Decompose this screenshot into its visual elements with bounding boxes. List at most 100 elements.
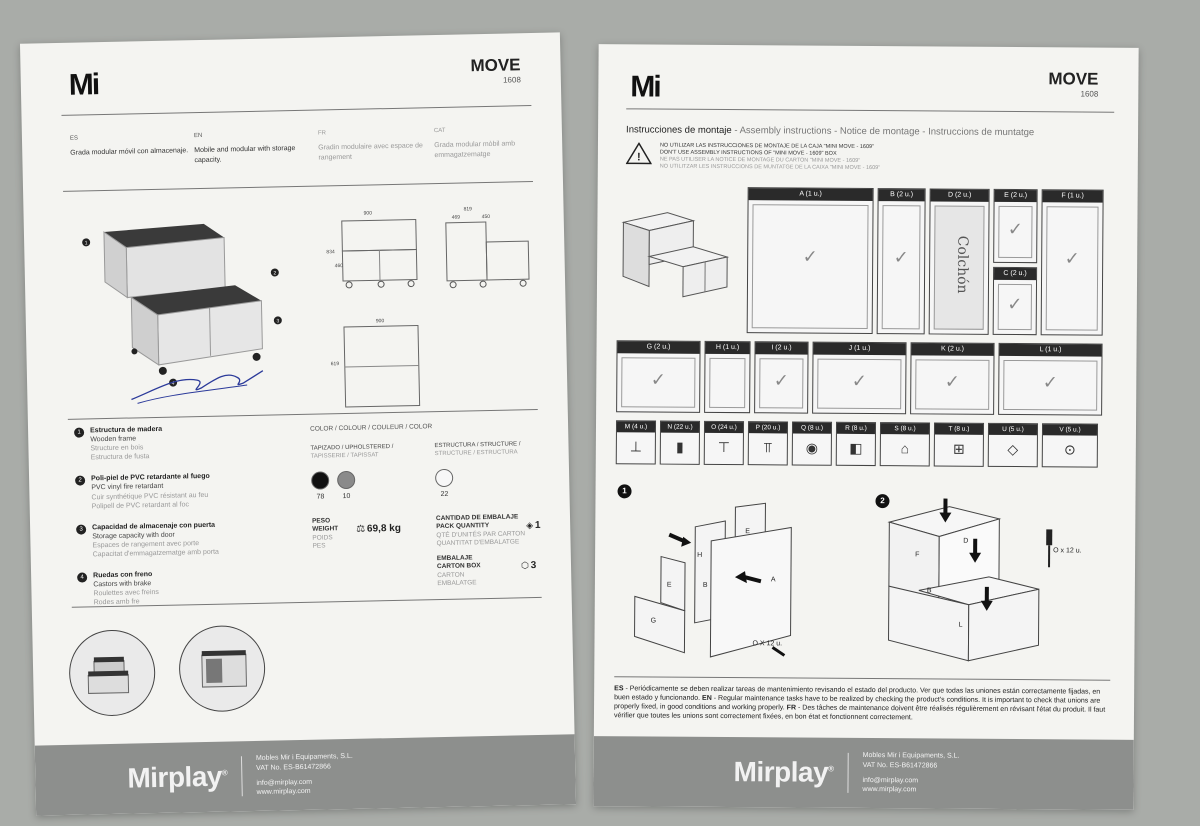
part-label: L [959,622,963,629]
warning-icon: ! [625,142,652,165]
brand-footer: Mirplay® Mobles Mir i Equipaments, S.L. … [34,734,577,816]
part-label: G [651,618,657,625]
hinge-plate-icon: ⊞ [952,440,965,457]
check-icon: ✓ [893,246,909,267]
part-d: D (2 u.)Colchón [928,188,990,335]
part-label: F [915,551,919,558]
scale-icon: ⚖ [356,523,366,535]
legend-item: 1 Estructura de madera Wooden frame Stru… [74,422,295,463]
dimension-label: 819 [463,206,472,212]
footer-divider [240,756,243,797]
screw-icon: ⊥ [629,438,643,455]
check-icon: ✓ [650,369,666,390]
dimension-label: 900 [376,318,385,324]
divider [614,676,1111,681]
color-options: COLOR / COLOUR / COULEUR / COLOR TAPIZAD… [310,421,550,500]
hinge-icon: ⌂ [900,440,910,457]
part-l: L (1 u.)✓ [998,342,1103,416]
part-f: F (1 u.)✓ [1040,189,1104,336]
signature [131,370,264,404]
warning-notice: ! NO UTILIZAR LAS INSTRUCCIONES DE MONTA… [625,142,881,172]
svg-text:!: ! [637,151,641,163]
assembly-sheet: Mi MOVE 1608 Instrucciones de montaje - … [593,44,1139,810]
check-icon: ✓ [773,370,789,391]
callout-label: 2 [273,270,276,276]
brand-logo: Mi [630,70,660,104]
maintenance-lang: EN - [702,694,719,703]
color-swatch [336,470,356,489]
part-label: D [963,538,968,545]
bracket-icon: ◧ [849,439,863,456]
product-illustration: 1 2 3 4 [82,223,282,387]
step-note: O x 12 u. [1053,547,1082,555]
part-h: H (1 u.) [704,340,751,414]
usage-thumbnail [178,624,266,713]
part-label: E [667,582,672,589]
footer-divider [847,752,849,793]
handwritten-note: Colchón [953,235,971,294]
part-c: C (2 u.)✓ [992,266,1038,336]
check-icon: ✓ [1007,294,1023,315]
screwdriver-icon [1046,529,1053,568]
divider [61,105,532,116]
description-cat: CAT Grada modular mòbil amb emmagatzemat… [433,127,516,159]
part-label: A [771,576,776,583]
divider [626,108,1115,113]
company-info: Mobles Mir i Equipaments, S.L. VAT No. E… [862,752,960,794]
part-g: G (2 u.)✓ [616,340,701,413]
description-fr: FR Gradin modulaire avec espace de range… [317,130,423,162]
callout-label: 1 [85,240,88,246]
bolt-icon: ⊤ [717,438,731,456]
layers-icon: ◈ [526,520,534,531]
pack-quantity-spec: CANTIDAD DE EMBALAJE PACK QUANTITY QTÉ D… [435,513,526,548]
description-en: EN Mobile and modular with storage capac… [193,132,296,164]
part-label: H [697,552,702,559]
check-icon: ✓ [802,246,818,267]
assembly-step-1: H E E B A G [634,502,792,658]
structure-colors: ESTRUCTURA / STRUCTURE /STRUCTURE / ESTR… [434,441,521,498]
maintenance-lang: FR - [786,704,803,712]
dimension-label: 450 [482,214,491,220]
model-name: MOVE [1048,69,1099,89]
step-note: O X 12 u. [752,640,783,648]
assembly-step-2: F D B L [887,498,1040,662]
callout-3: 3 [273,316,282,324]
maintenance-notice: ES - Periódicamente se deben realizar ta… [613,685,1106,722]
part-label: E [745,528,750,535]
maintenance-lang: ES - [614,685,630,693]
brand-logo: Mi [68,68,99,102]
part-j: J (1 u.)✓ [812,341,907,415]
dimension-label: 469 [452,215,461,221]
usage-thumbnail [68,629,157,717]
hardware-r: R (8 u.)◧ [835,421,877,467]
part-i: I (2 u.)✓ [754,341,809,414]
part-label: B [927,587,932,594]
check-icon: ✓ [851,370,867,392]
weight-value: ⚖ 69,8 kg [356,522,402,535]
carton-spec: EMBALAJE CARTON BOX CARTON EMBALATGE [436,554,481,588]
plate-icon: ◇ [1007,440,1019,458]
instructions-title: Instrucciones de montaje - Assembly inst… [626,124,1035,139]
features-legend: 1 Estructura de madera Wooden frame Stru… [74,422,298,620]
hardware-m: M (4 u.)⊥ [615,420,657,465]
dimension-label: 834 [326,249,335,255]
callout-label: 3 [276,318,279,324]
part-b: B (2 u.)✓ [876,188,926,335]
check-icon: ✓ [1042,372,1058,393]
check-icon: ✓ [1007,218,1024,239]
assembled-preview [621,212,730,298]
model-label: MOVE 1608 [470,55,521,85]
cam-lock-icon: ◉ [805,439,819,456]
screw-icon: ⫪ [763,439,772,456]
hardware-p: P (20 u.)⫪ [747,421,789,466]
carton-value: ⬡ 3 [520,560,537,572]
castor-icon: ⊙ [1063,441,1076,458]
color-swatch [310,470,330,490]
legend-item: 3 Capacidad de almacenaje con puerta Sto… [76,519,297,560]
description-es: ES Grada modular móvil con almacenaje. [69,135,189,157]
dimension-label: 619 [331,361,340,367]
hardware-t: T (8 u.)⊞ [933,422,985,467]
dimension-label: 460 [335,263,344,269]
check-icon: ✓ [944,371,960,392]
part-e: E (2 u.)✓ [993,188,1038,264]
